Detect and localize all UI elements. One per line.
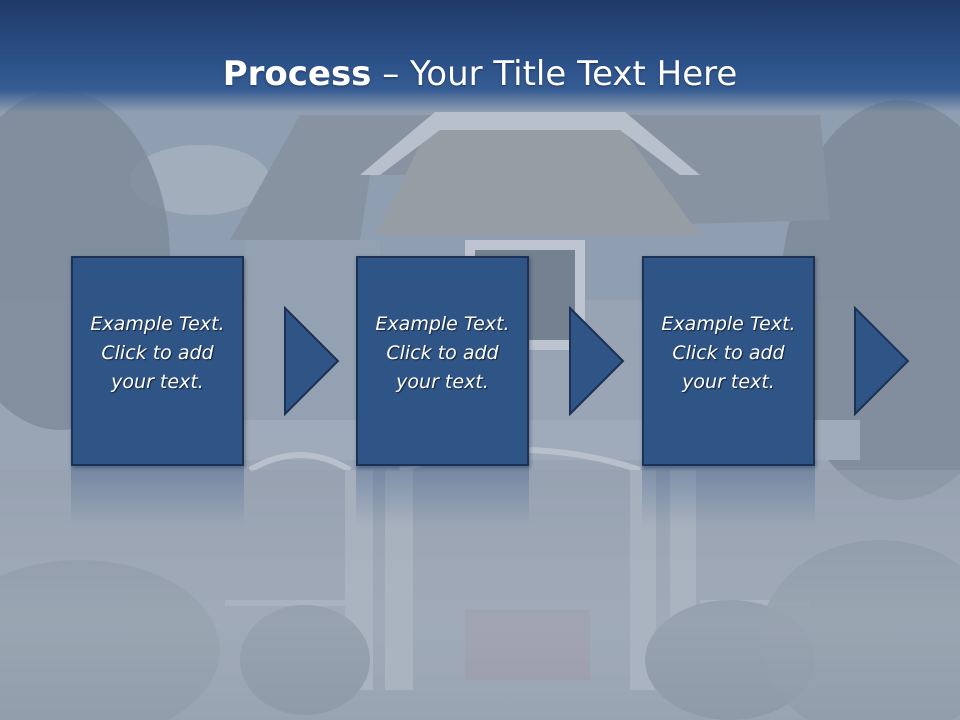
step-box <box>356 256 529 466</box>
title-bold-text: Process <box>222 54 372 94</box>
arrow-right-icon <box>569 306 625 416</box>
title-band <box>0 0 960 112</box>
step-text[interactable]: Example Text. Click to add your text. <box>642 310 815 397</box>
step-box <box>642 256 815 466</box>
arrow-right-icon <box>284 306 340 416</box>
step-reflection <box>71 466 244 526</box>
step-box <box>71 256 244 466</box>
step-text-line: Example Text. <box>375 313 510 335</box>
step-text-line: your text. <box>682 371 775 393</box>
step-reflection <box>642 466 815 526</box>
step-text-line: Click to add <box>101 342 214 364</box>
step-reflection <box>356 466 529 526</box>
step-text-line: your text. <box>111 371 204 393</box>
step-text-line: Example Text. <box>661 313 796 335</box>
arrow-right-icon <box>854 306 910 416</box>
step-text-line: Click to add <box>672 342 785 364</box>
step-text[interactable]: Example Text. Click to add your text. <box>71 310 244 397</box>
step-text-line: your text. <box>396 371 489 393</box>
step-text-line: Click to add <box>386 342 499 364</box>
process-step-3[interactable]: Example Text. Click to add your text. <box>642 256 815 466</box>
step-text-line: Example Text. <box>90 313 225 335</box>
process-step-1[interactable]: Example Text. Click to add your text. <box>71 256 244 466</box>
step-text[interactable]: Example Text. Click to add your text. <box>356 310 529 397</box>
title-rest-text: – Your Title Text Here <box>371 54 738 94</box>
process-step-2[interactable]: Example Text. Click to add your text. <box>356 256 529 466</box>
reflection-fade-overlay <box>0 470 960 720</box>
slide-title[interactable]: Process – Your Title Text Here <box>0 52 960 96</box>
